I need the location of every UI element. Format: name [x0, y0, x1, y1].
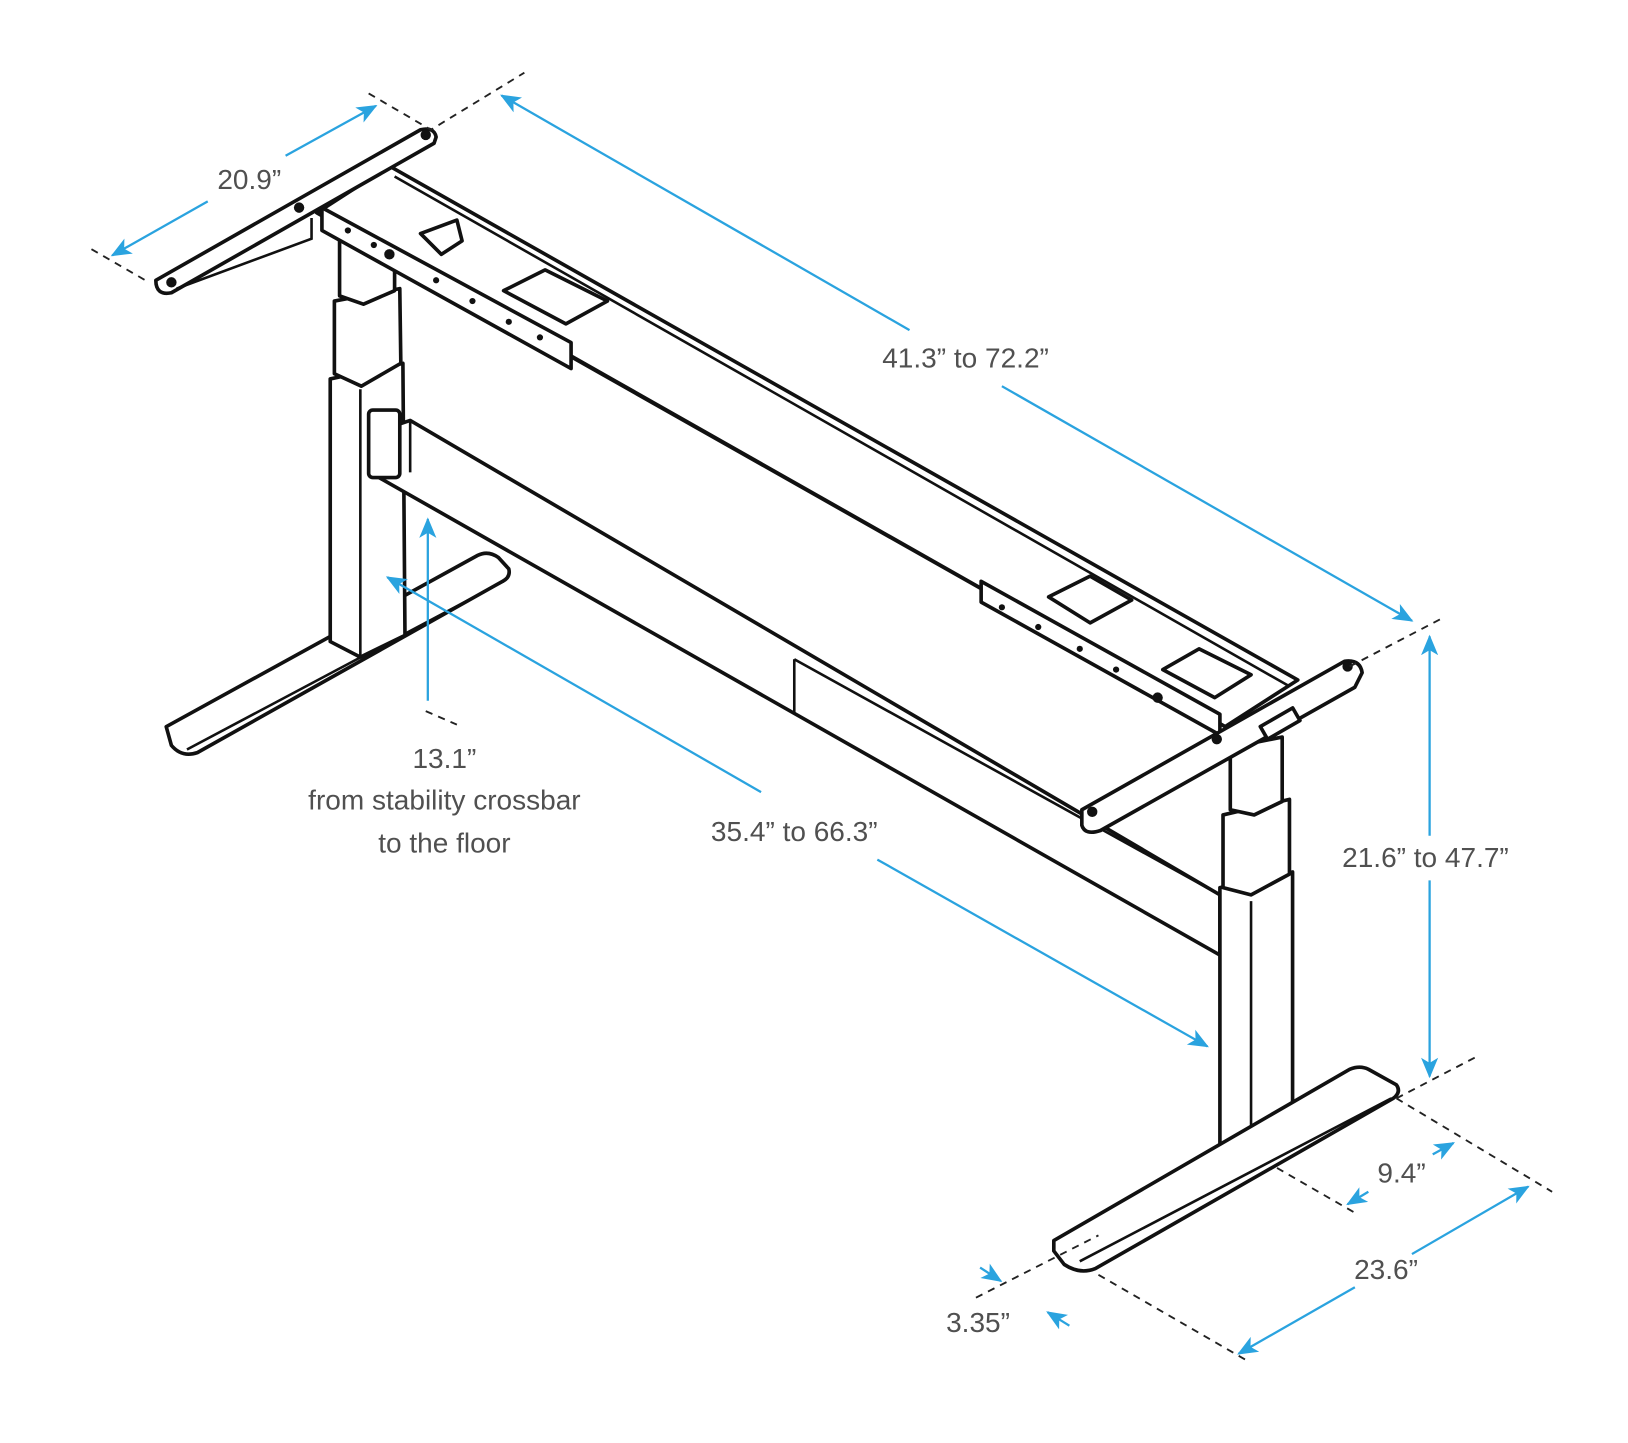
- crossbar-width-arrow: [385, 576, 762, 794]
- foot-length-arrow: [1237, 1286, 1356, 1355]
- right-foot: [1051, 1065, 1401, 1273]
- column-offset-arrow: [1346, 1187, 1369, 1206]
- foot-width-arrow-a: [979, 1263, 1003, 1283]
- column-offset-label: 9.4”: [1377, 1157, 1425, 1188]
- depth-arrow: [112, 106, 376, 255]
- crossbar-note-line-2: to the floor: [378, 827, 510, 858]
- crossbar-height-label: 13.1”: [412, 743, 476, 774]
- foot-length-label: 23.6”: [1354, 1254, 1418, 1285]
- top-width-label: 41.3” to 72.2”: [882, 342, 1049, 373]
- dimension-arrows: [112, 94, 1530, 1355]
- stability-crossbar: [366, 408, 1222, 957]
- right-leg-column: [1218, 735, 1295, 1172]
- left-foot: [164, 551, 511, 756]
- height-range-label: 21.6” to 47.7”: [1342, 842, 1509, 873]
- top-width-arrow: [500, 94, 911, 332]
- foot-width-arrow-b: [1046, 1311, 1070, 1330]
- right-top-bracket: [1080, 659, 1364, 835]
- frame-depth-label: 20.9”: [217, 164, 281, 195]
- extension-lines: [90, 71, 1553, 1361]
- foot-width-label: 3.35”: [946, 1307, 1010, 1338]
- crossbar-note-line-1: from stability crossbar: [308, 785, 580, 816]
- crossbar-width-label: 35.4” to 66.3”: [711, 816, 878, 847]
